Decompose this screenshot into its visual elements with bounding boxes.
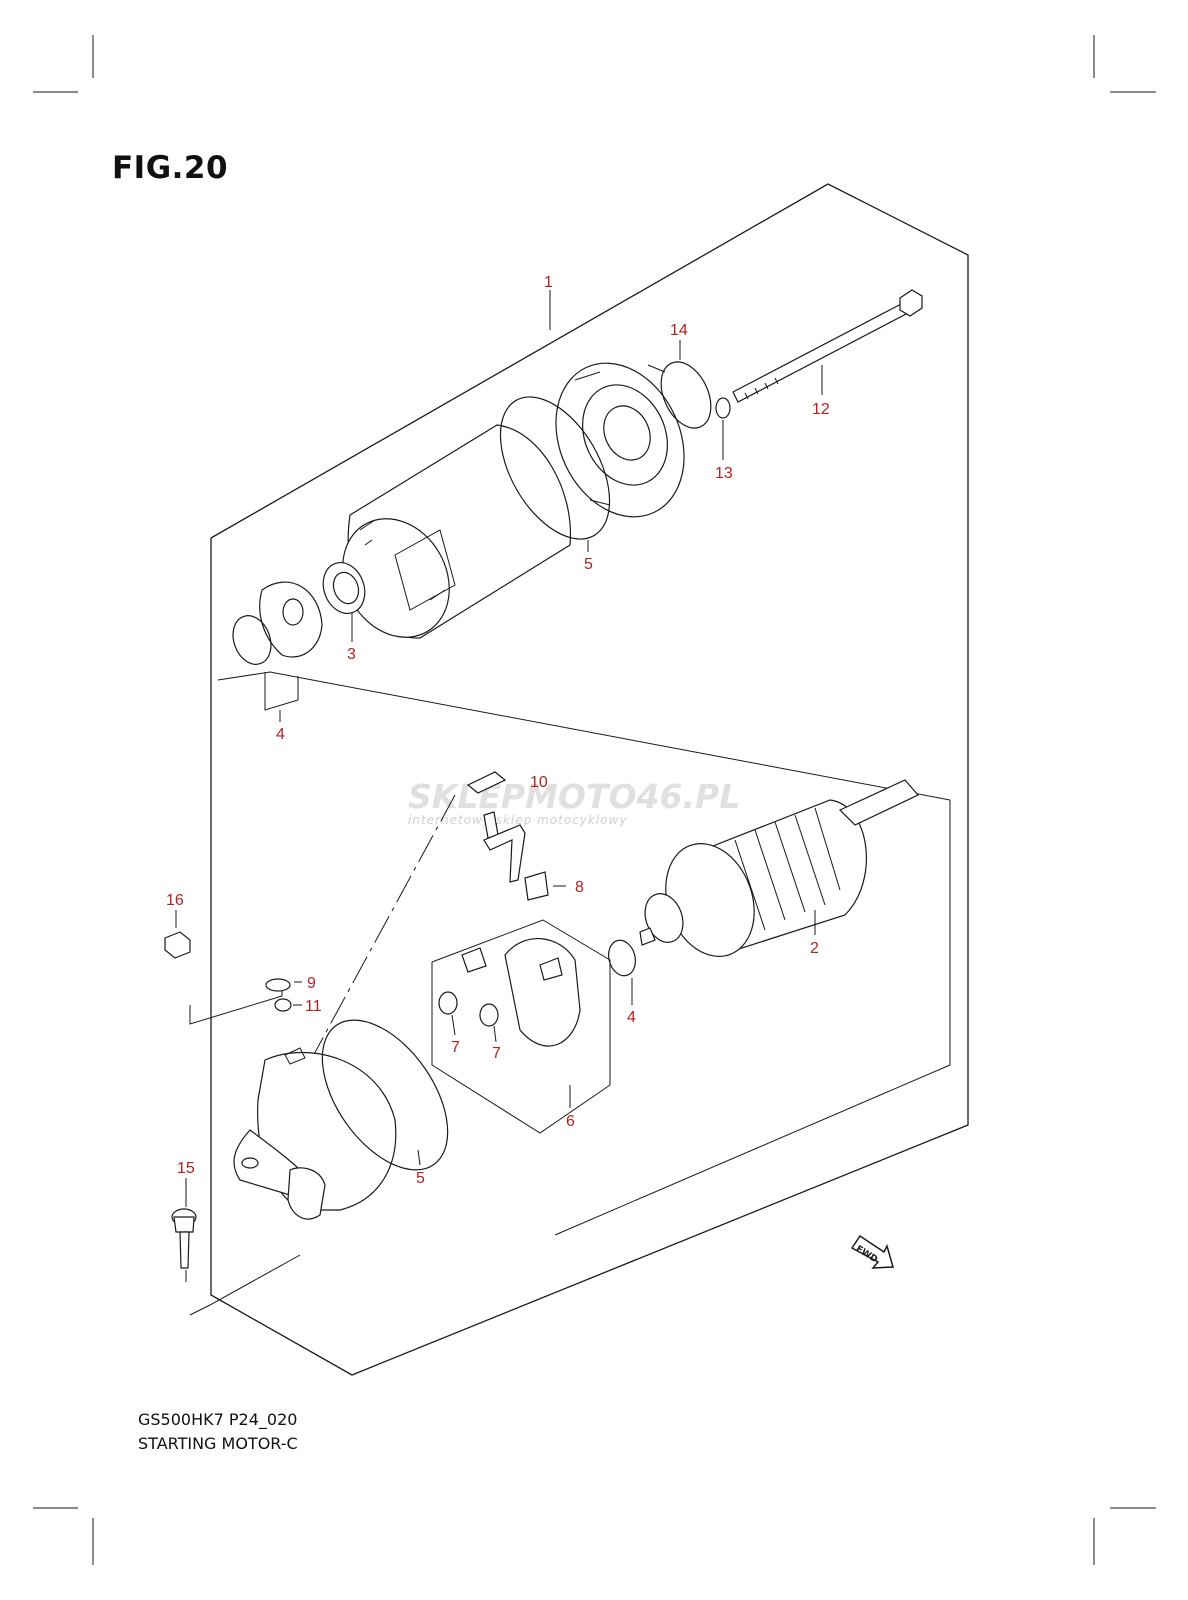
callout-12: 12 [812, 401, 830, 418]
o-ring-14 [660, 361, 712, 429]
callout-14: 14 [670, 322, 688, 339]
o-ring-top [499, 396, 611, 540]
callout-10: 10 [530, 774, 548, 791]
callout-1: 1 [544, 274, 553, 291]
through-bolt [732, 289, 923, 403]
washer-set-top [232, 581, 323, 711]
front-bracket [555, 362, 685, 518]
callout-6: 6 [566, 1113, 575, 1130]
callout-16: 16 [166, 892, 184, 909]
callout-4-top: 4 [276, 726, 285, 743]
section-name: STARTING MOTOR-C [138, 1434, 298, 1453]
callout-13: 13 [715, 465, 733, 482]
callout-7-right: 7 [492, 1045, 501, 1062]
brush-holder [438, 938, 581, 1047]
callout-3: 3 [347, 646, 356, 663]
model-code: GS500HK7 P24_020 [138, 1410, 298, 1429]
callout-5-lower: 5 [416, 1170, 425, 1187]
callout-labels: 1 14 12 13 5 3 4 10 8 16 2 9 11 4 7 7 6 … [166, 274, 830, 1187]
callout-5-top: 5 [584, 556, 593, 573]
screw-15 [171, 1208, 197, 1269]
yoke-housing [342, 424, 572, 639]
watermark: SKLEPMOTO46.PL internetowy sklep motocyk… [408, 777, 740, 827]
callout-9: 9 [307, 975, 316, 992]
figure-title: FIG.20 [112, 150, 229, 186]
terminal-and-brush [466, 771, 549, 901]
section-boundaries [189, 671, 951, 1316]
callout-8: 8 [575, 879, 584, 896]
washer-13 [715, 397, 731, 419]
callout-11: 11 [305, 998, 322, 1015]
oil-seal [322, 562, 366, 614]
callout-4-lower: 4 [627, 1009, 636, 1026]
rear-bracket [233, 1019, 449, 1220]
armature [639, 779, 919, 957]
assembly-outline [210, 183, 969, 1376]
watermark-tagline: internetowy sklep motocyklowy [408, 813, 627, 827]
forward-direction-indicator: FWD [850, 1234, 894, 1269]
callout-2: 2 [810, 940, 819, 957]
watermark-brand: SKLEPMOTO46.PL [408, 777, 740, 816]
leader-lines [175, 290, 823, 1282]
callout-7-left: 7 [451, 1039, 460, 1056]
small-fasteners [164, 931, 292, 1012]
washer-4-lower [608, 939, 636, 977]
callout-15: 15 [177, 1160, 195, 1177]
